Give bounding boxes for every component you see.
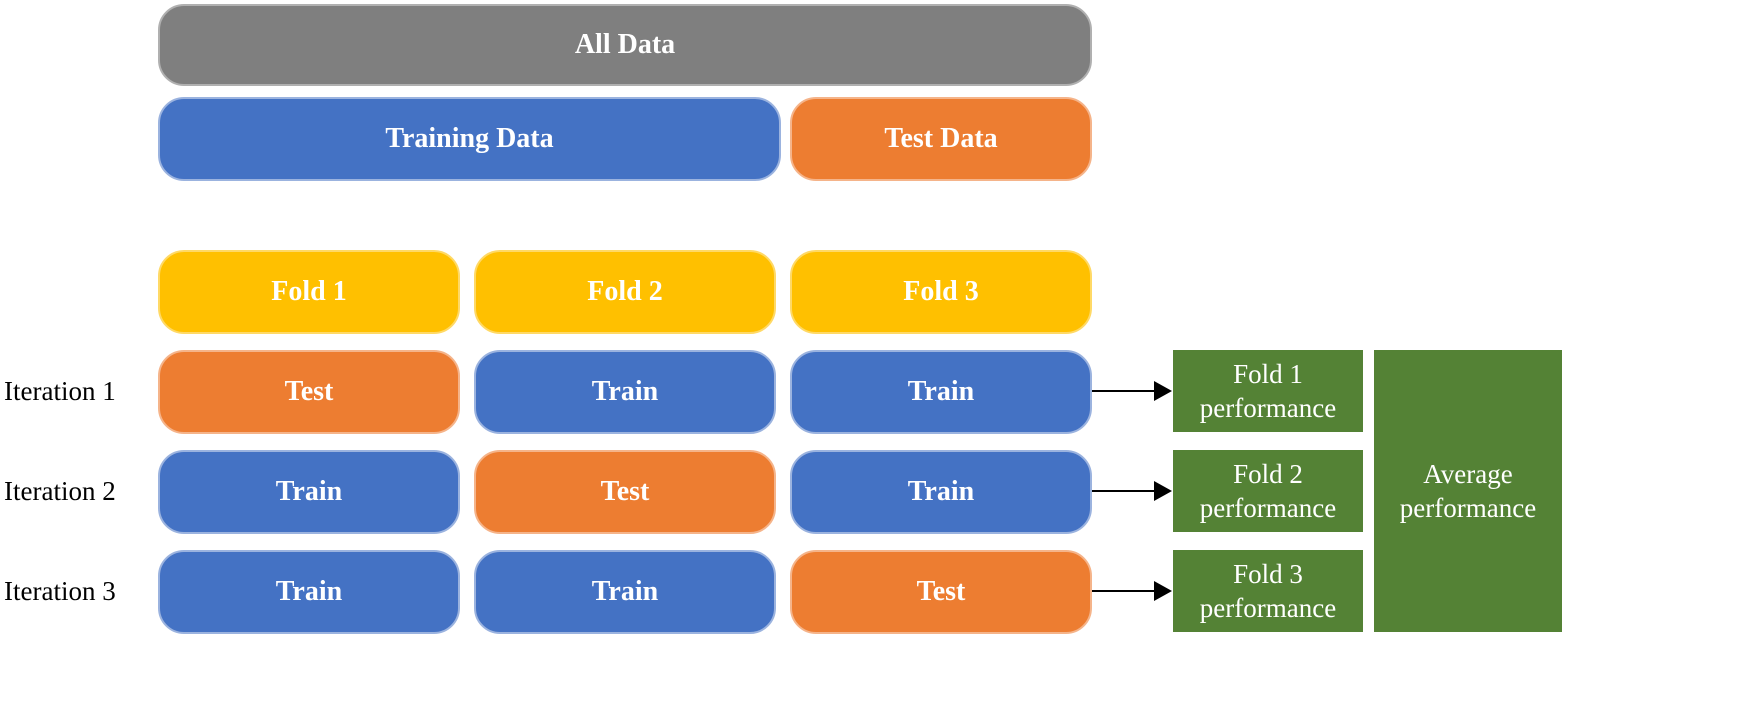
- all-data-box: All Data: [158, 4, 1092, 86]
- test-data-label: Test Data: [884, 123, 998, 154]
- iteration-2-cell-1: Train: [158, 450, 460, 534]
- iteration-1-cell-1: Test: [158, 350, 460, 434]
- cell-label: Train: [907, 476, 975, 507]
- iteration-2-cell-3: Train: [790, 450, 1092, 534]
- fold-2-performance-box: Fold 2 performance: [1173, 450, 1363, 532]
- fold-2-box: Fold 2: [474, 250, 776, 334]
- cell-label: Train: [591, 576, 659, 607]
- iteration-3-cell-2: Train: [474, 550, 776, 634]
- iteration-1-arrow: [1092, 381, 1172, 401]
- fold-1-performance-label: Fold 1 performance: [1199, 359, 1337, 423]
- fold-2-performance-label: Fold 2 performance: [1199, 459, 1337, 523]
- fold-3-box: Fold 3: [790, 250, 1092, 334]
- cell-label: Test: [916, 576, 966, 607]
- iteration-2-cell-2: Test: [474, 450, 776, 534]
- iteration-2-label: Iteration 2: [4, 476, 116, 506]
- fold-3-performance-box: Fold 3 performance: [1173, 550, 1363, 632]
- fold-1-label: Fold 1: [271, 276, 347, 307]
- training-data-box: Training Data: [158, 97, 781, 181]
- iteration-1-label: Iteration 1: [4, 376, 116, 406]
- cell-label: Train: [907, 376, 975, 407]
- all-data-label: All Data: [574, 29, 676, 60]
- fold-3-performance-label: Fold 3 performance: [1199, 559, 1337, 623]
- cell-label: Train: [275, 476, 343, 507]
- cell-label: Train: [275, 576, 343, 607]
- fold-3-label: Fold 3: [903, 276, 979, 307]
- fold-1-box: Fold 1: [158, 250, 460, 334]
- fold-1-performance-box: Fold 1 performance: [1173, 350, 1363, 432]
- test-data-box: Test Data: [790, 97, 1092, 181]
- cell-label: Test: [284, 376, 334, 407]
- cell-label: Test: [600, 476, 650, 507]
- cell-label: Train: [591, 376, 659, 407]
- average-performance-box: Average performance: [1374, 350, 1562, 632]
- fold-2-label: Fold 2: [587, 276, 663, 307]
- iteration-1-cell-2: Train: [474, 350, 776, 434]
- iteration-2-arrow: [1092, 481, 1172, 501]
- iteration-3-cell-1: Train: [158, 550, 460, 634]
- iteration-3-label: Iteration 3: [4, 576, 116, 606]
- iteration-3-cell-3: Test: [790, 550, 1092, 634]
- iteration-1-cell-3: Train: [790, 350, 1092, 434]
- average-performance-label: Average performance: [1399, 459, 1537, 523]
- iteration-3-arrow: [1092, 581, 1172, 601]
- training-data-label: Training Data: [385, 123, 554, 154]
